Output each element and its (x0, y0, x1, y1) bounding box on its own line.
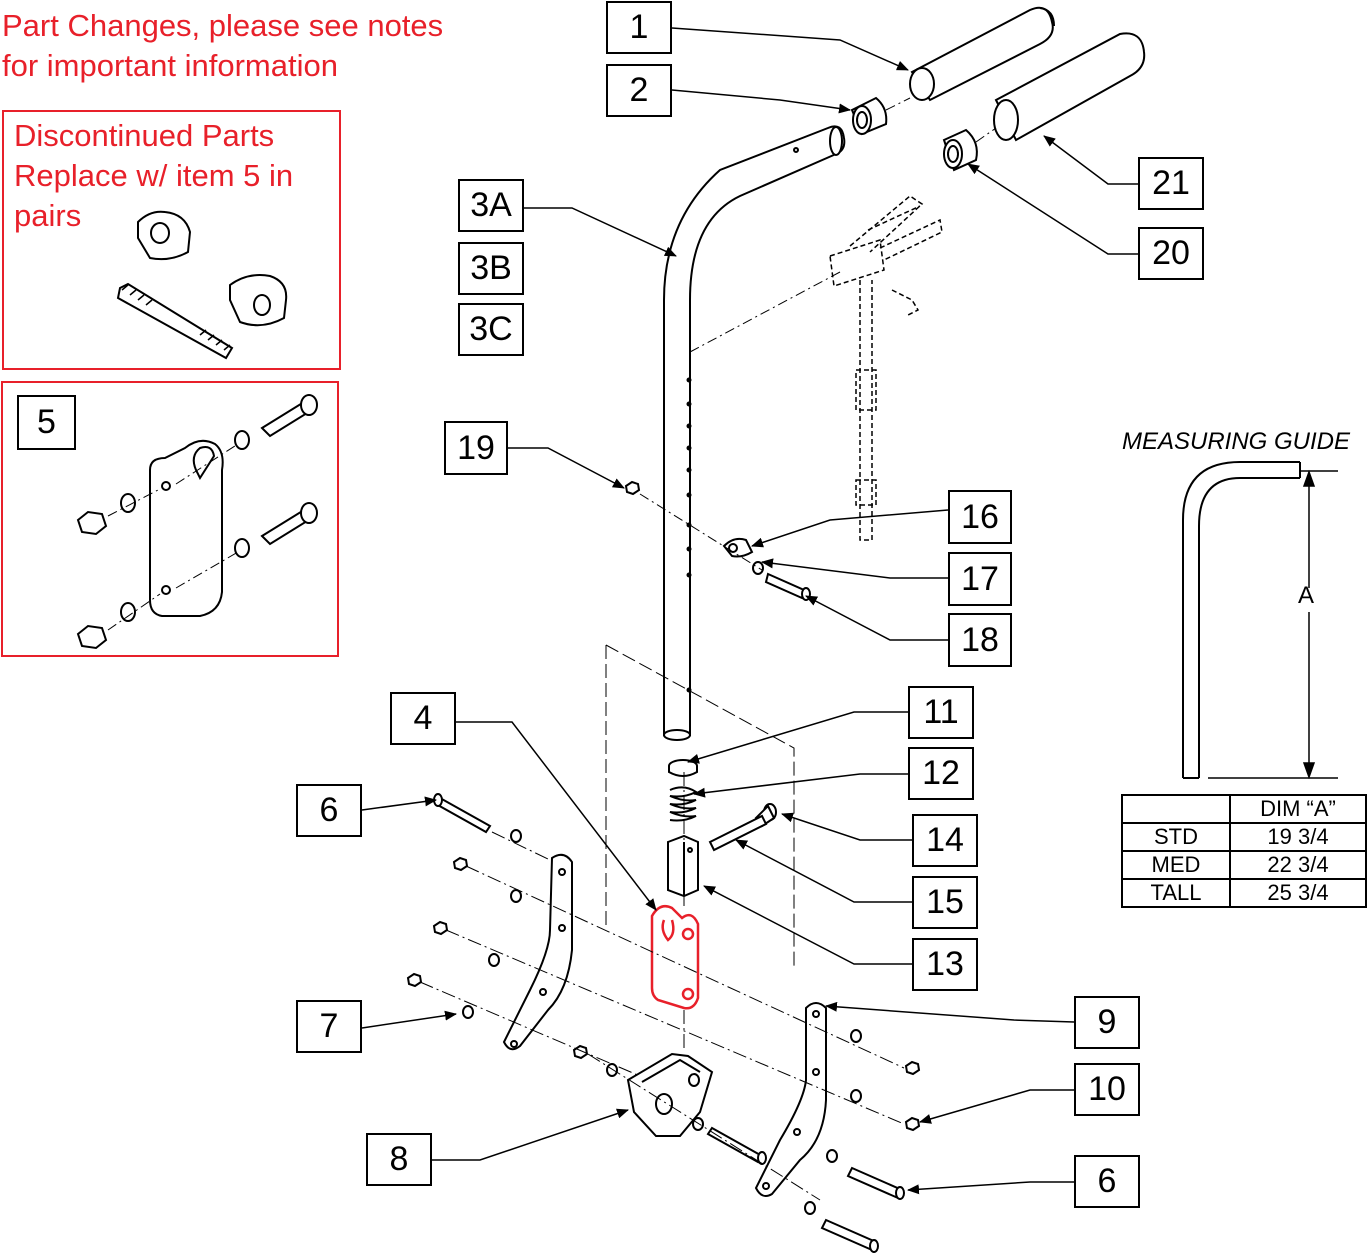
grip-centerlines (885, 97, 997, 143)
part-15-pin (708, 814, 768, 852)
table-cell: STD (1121, 822, 1231, 852)
callout-12: 12 (908, 747, 974, 800)
lever-centerline (689, 271, 841, 353)
handle-grip-left (909, 6, 1055, 102)
discontinued-line-2: Replace w/ item 5 in (14, 158, 294, 193)
item-5-box (1, 381, 339, 657)
dimension-table: DIM “A” STD 19 3/4 MED 22 3/4 TALL 25 3/… (1121, 794, 1367, 908)
handle-grip-right (993, 32, 1146, 142)
callout-19: 19 (444, 421, 508, 475)
discontinued-stud (116, 282, 234, 360)
grip-ferrule-right (942, 128, 978, 172)
item-5-hardware (76, 394, 318, 650)
part-19-nut (624, 480, 641, 496)
table-cell: 25 3/4 (1229, 878, 1367, 908)
callout-7: 7 (296, 1000, 362, 1053)
callout-15: 15 (912, 876, 978, 929)
callout-1: 1 (606, 1, 672, 54)
callout-2: 2 (606, 64, 672, 117)
discontinued-spacer-top (137, 210, 192, 261)
callout-4: 4 (390, 692, 456, 745)
assembly-dashed-outline (605, 644, 795, 968)
part-18-screw (764, 572, 811, 601)
dimension-a-label: A (1298, 582, 1315, 609)
callout-14: 14 (912, 814, 978, 867)
callout-13: 13 (912, 938, 978, 991)
back-post-holes (686, 377, 692, 693)
item-5-centerlines (107, 443, 239, 631)
callout-3b: 3B (458, 242, 524, 295)
callout-6-bottom: 6 (1074, 1155, 1140, 1208)
hardware-centerlines (419, 772, 905, 1201)
table-header-cell (1121, 794, 1231, 824)
leader-lines (361, 27, 1138, 1195)
discontinued-parts-label: Discontinued Parts Replace w/ item 5 in … (14, 116, 293, 236)
hardware-bolts (433, 793, 905, 1253)
callout-8: 8 (366, 1133, 432, 1186)
callout-17: 17 (948, 552, 1012, 606)
callout-5: 5 (17, 395, 76, 450)
measuring-guide-title: MEASURING GUIDE (1122, 428, 1351, 455)
back-post-tube (663, 125, 846, 741)
discontinued-line-1: Discontinued Parts (14, 118, 275, 153)
optional-lever-assembly (829, 195, 943, 541)
table-cell: 19 3/4 (1229, 822, 1367, 852)
part-13-pivot-block (667, 834, 699, 898)
callout-11: 11 (908, 686, 974, 739)
callout-3a: 3A (458, 179, 524, 232)
callout-3c: 3C (458, 303, 524, 356)
part-16-clip (722, 537, 754, 558)
callout-18: 18 (948, 613, 1012, 667)
part-changes-notice: Part Changes, please see notes for impor… (2, 6, 443, 86)
item-5-bracket (149, 439, 224, 617)
part-14-cap (754, 803, 777, 828)
table-row: MED 22 3/4 (1121, 850, 1367, 880)
hardware-nuts-washers (406, 829, 921, 1215)
table-row: TALL 25 3/4 (1121, 878, 1367, 908)
notice-line-2: for important information (2, 48, 338, 83)
discontinued-spacer-bottom (229, 274, 288, 327)
table-cell: TALL (1121, 878, 1231, 908)
table-header-row: DIM “A” (1121, 794, 1367, 824)
table-cell: 22 3/4 (1229, 850, 1367, 880)
callout-16: 16 (948, 490, 1012, 544)
part-9-side-plate-right (754, 1002, 827, 1197)
dimension-a-arrow (1208, 469, 1338, 780)
callout-10: 10 (1074, 1063, 1140, 1116)
table-cell: MED (1121, 850, 1231, 880)
table-header-cell: DIM “A” (1229, 794, 1367, 824)
part-17-washer (752, 561, 764, 575)
part-12-spring (669, 786, 698, 822)
part-7-side-plate-left (502, 853, 573, 1051)
discontinued-parts-box (2, 110, 341, 370)
discontinued-line-3: pairs (14, 198, 82, 233)
callout-20: 20 (1138, 227, 1204, 280)
callout-9: 9 (1074, 996, 1140, 1049)
grip-ferrule-left (850, 96, 888, 136)
part-4-bracket-highlighted (650, 905, 700, 1010)
callout-21: 21 (1138, 157, 1204, 210)
table-row: STD 19 3/4 (1121, 822, 1367, 852)
callout-6-top: 6 (296, 784, 362, 837)
part-11-washer (668, 759, 698, 777)
hole-centerline (639, 493, 763, 571)
notice-line-1: Part Changes, please see notes (2, 8, 444, 43)
measuring-guide-tube (1182, 461, 1301, 779)
